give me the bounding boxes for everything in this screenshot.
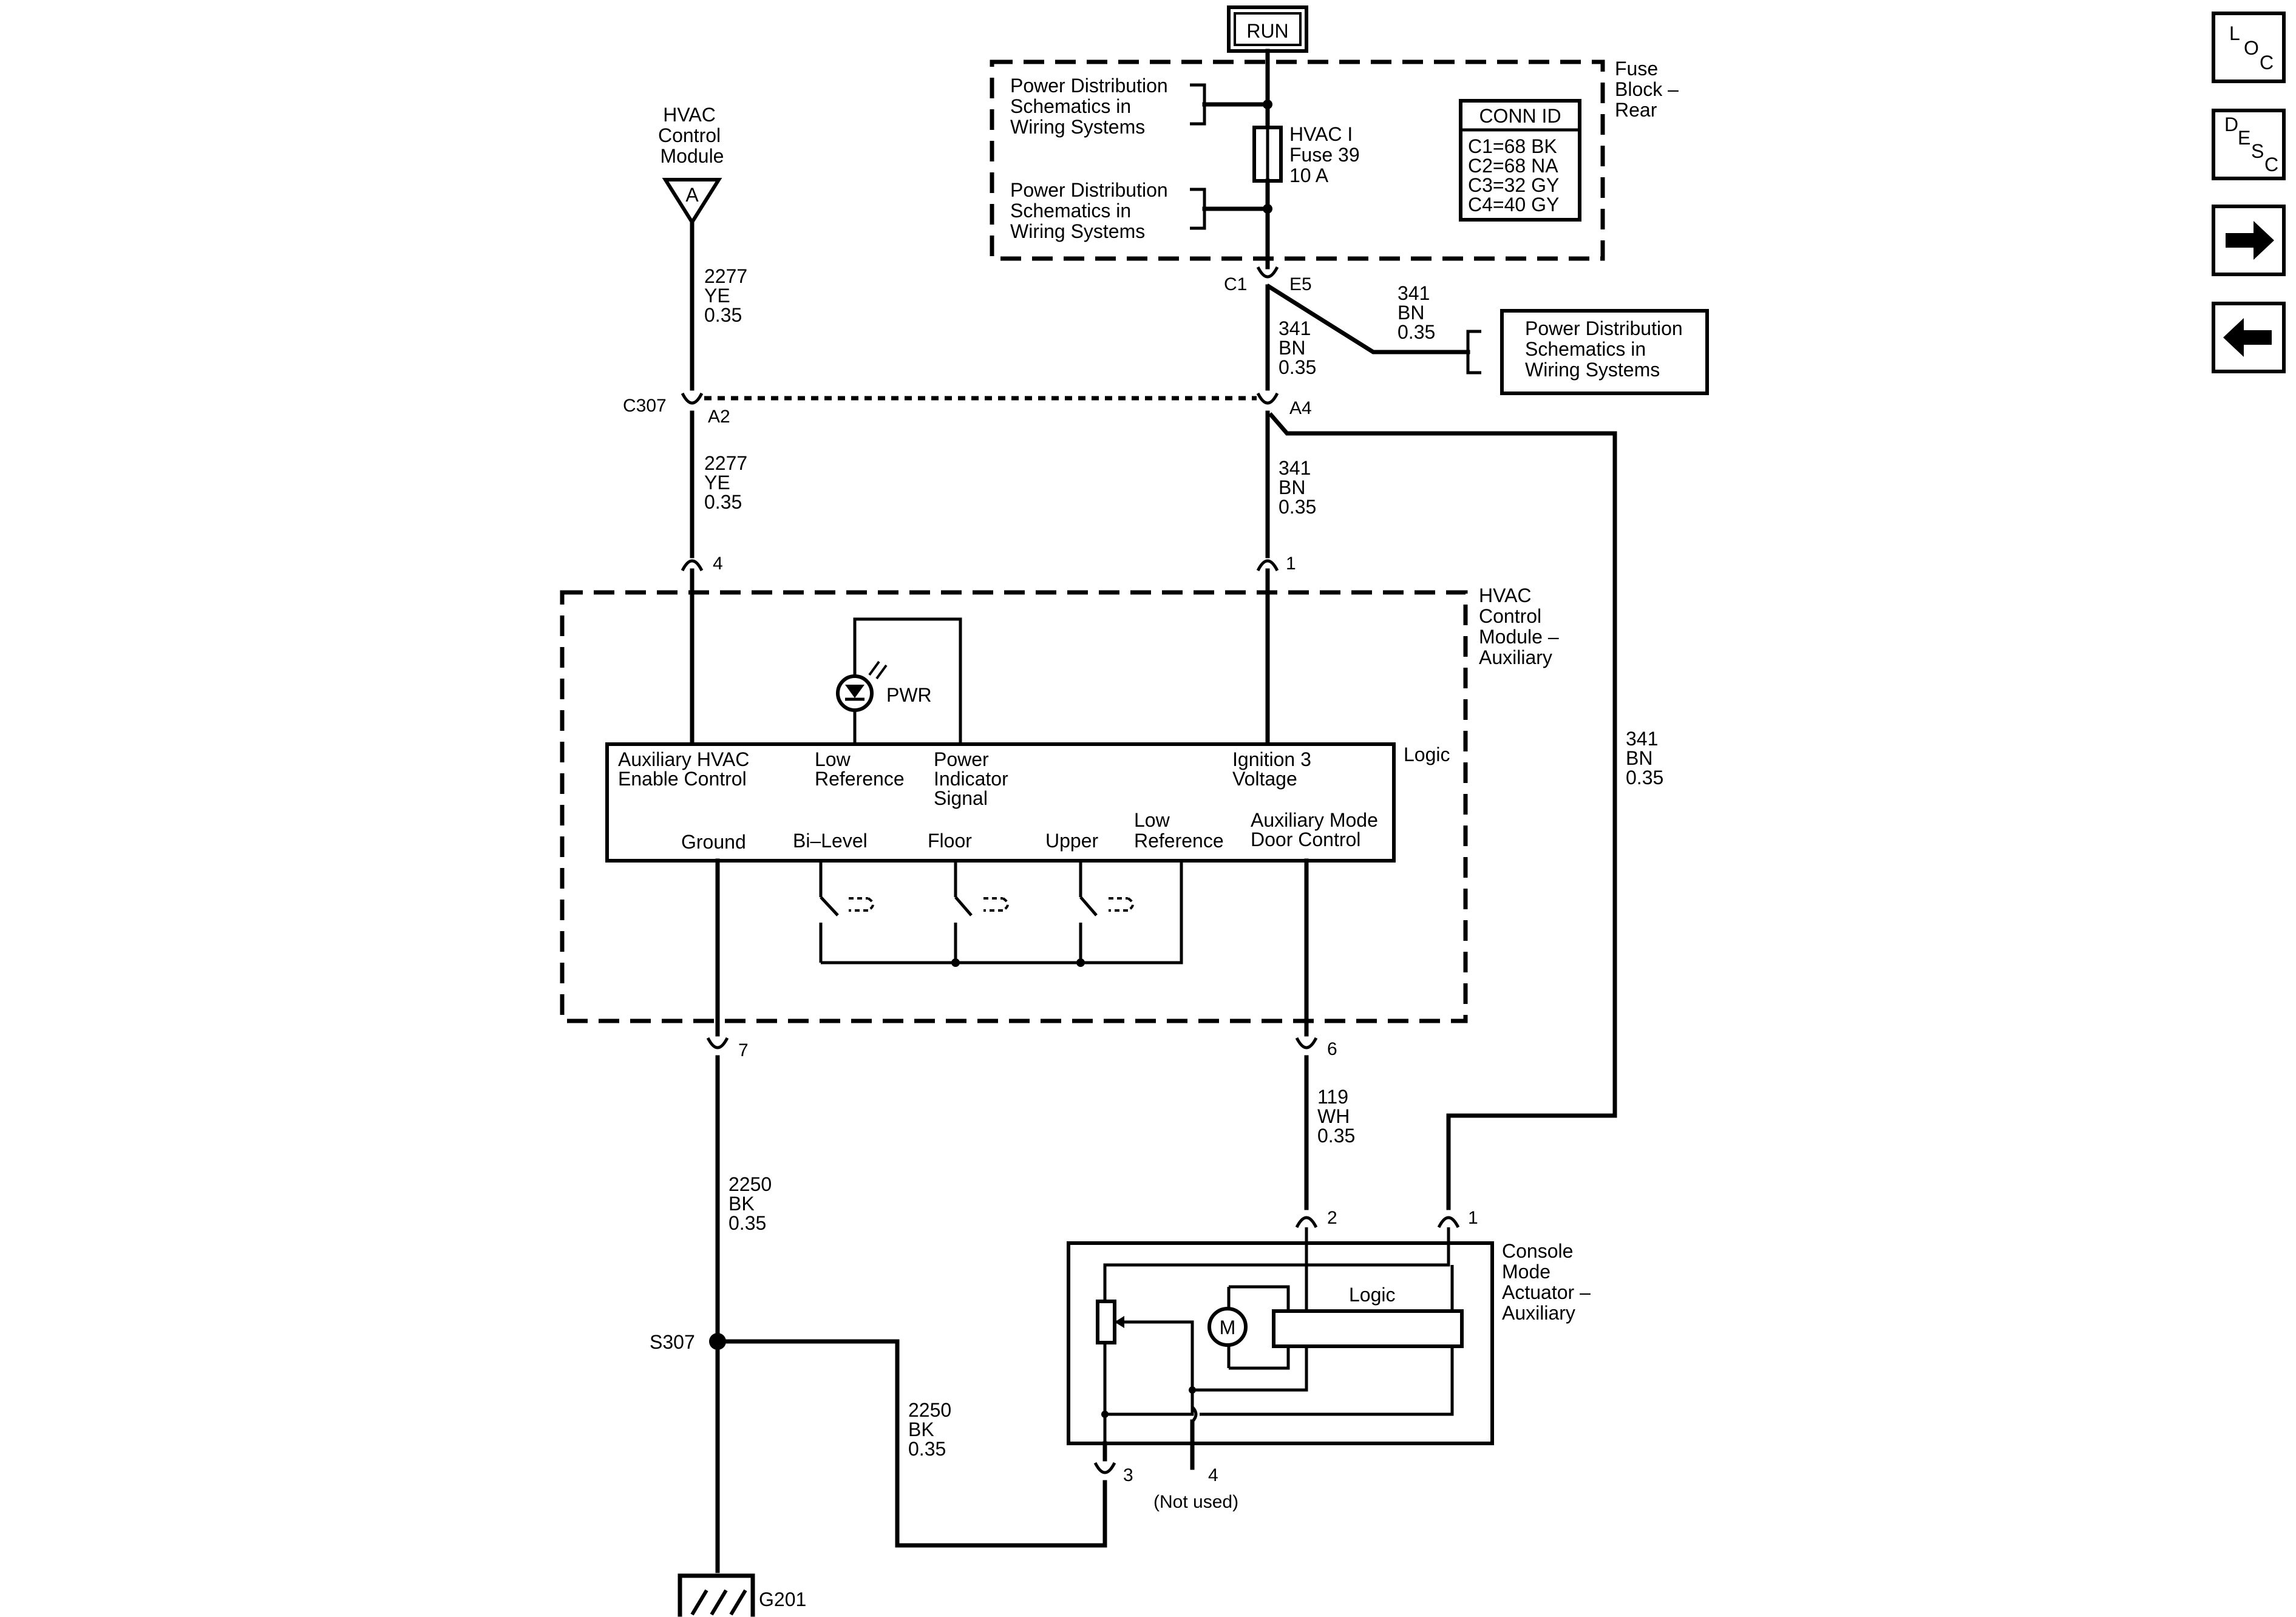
run-label-box: RUN [1227, 5, 1308, 53]
pwr-label: PWR [886, 684, 932, 706]
wire-341-right-label: 341 BN 0.35 [1626, 728, 1663, 788]
wire-341-mid-label: 341 BN 0.35 [1279, 457, 1316, 518]
splice-s307-label: S307 [650, 1331, 695, 1353]
wire-2250-bottom-label: 2250 BK 0.35 [908, 1399, 957, 1460]
aux-module-logic-label: Logic [1404, 744, 1450, 765]
actuator-logic-label: Logic [1349, 1284, 1396, 1306]
wire-2277-mid-label: 2277 YE 0.35 [704, 452, 753, 513]
aux-module-logic-box [605, 742, 1396, 863]
terminal-power-indicator: Power Indicator Signal [934, 748, 1014, 809]
mode-switches [819, 861, 1183, 967]
terminal-bi-level: Bi–Level [793, 830, 868, 852]
forward-button[interactable] [2212, 205, 2286, 276]
back-button[interactable] [2212, 302, 2286, 373]
actuator-motor-icon [1207, 1307, 1248, 1347]
aux-module-outline [560, 590, 1468, 1023]
ground-g201-label: G201 [759, 1588, 806, 1610]
loc-button[interactable]: L O C [2212, 12, 2286, 83]
arrow-right-icon [2226, 221, 2274, 260]
connector-e5-label: E5 [1289, 274, 1312, 294]
module-pin-4 [681, 559, 704, 572]
fuse-block-outline [990, 59, 1605, 261]
terminal-low-reference-bottom: Low Reference [1134, 809, 1224, 852]
terminal-upper: Upper [1045, 830, 1099, 852]
fuse-block-title: Fuse Block – Rear [1615, 58, 1684, 121]
wire-341-c1-label: 341 BN 0.35 [1279, 317, 1316, 378]
connector-c1-label: C1 [1224, 274, 1247, 294]
module-pin-6 [1295, 1037, 1318, 1049]
terminal-low-reference-top: Low Reference [815, 748, 905, 790]
run-label: RUN [1246, 20, 1288, 42]
svg-text:C4=40 GY: C4=40 GY [1468, 194, 1559, 215]
connector-c307-a2 [681, 392, 704, 405]
terminal-mode-door-control: Auxiliary Mode Door Control [1251, 809, 1384, 850]
connector-c307-a4 [1256, 392, 1279, 405]
terminal-enable-control: Auxiliary HVAC Enable Control [618, 748, 755, 790]
terminal-ground: Ground [681, 831, 746, 853]
actuator-pin-3-label: 3 [1123, 1465, 1133, 1485]
pd-ref-right: Power Distribution Schematics in Wiring … [1525, 317, 1688, 381]
hvac-module-ref-triangle [662, 178, 722, 226]
desc-button-letter: C [2264, 154, 2278, 175]
pd-ref-top: Power Distribution Schematics in Wiring … [1010, 75, 1173, 138]
svg-text:C2=68 NA: C2=68 NA [1468, 155, 1558, 177]
module-pin-6-label: 6 [1327, 1039, 1337, 1059]
actuator-title: Console Mode Actuator – Auxiliary [1502, 1240, 1596, 1324]
wire-2250-left-label: 2250 BK 0.35 [729, 1173, 777, 1234]
svg-text:CONN ID: CONN ID [1479, 105, 1561, 127]
loc-button-letter: L [2229, 22, 2240, 44]
actuator-potentiometer [1096, 1300, 1116, 1344]
connector-a2-label: A2 [708, 407, 730, 427]
connector-c1-e5 [1256, 266, 1279, 279]
desc-button-letter: E [2238, 127, 2250, 149]
terminal-ignition-3: Ignition 3 Voltage [1232, 748, 1317, 790]
wire-119-label: 119 WH 0.35 [1317, 1086, 1355, 1147]
svg-text:C3=32 GY: C3=32 GY [1468, 174, 1559, 196]
ground-g201-icon [678, 1573, 755, 1617]
connector-c307-label: C307 [623, 396, 667, 416]
hvac-module-ref-marker: A [685, 184, 699, 206]
actuator-pin-3 [1093, 1462, 1116, 1474]
module-pin-7-label: 7 [738, 1040, 749, 1060]
desc-button-letter: S [2251, 140, 2264, 162]
desc-button-letter: D [2224, 114, 2238, 135]
actuator-pin-1 [1437, 1216, 1460, 1229]
pd-ref-right-box [1500, 309, 1709, 395]
conn-id-table: CONN ID C1=68 BK C2=68 NA C3=32 GY C4=40… [1459, 99, 1581, 222]
module-pin-4-label: 4 [713, 554, 723, 574]
fuse-label: HVAC I Fuse 39 10 A [1289, 123, 1365, 186]
wire-341-branch-label: 341 BN 0.35 [1398, 282, 1435, 343]
desc-button[interactable]: D E S C [2212, 109, 2286, 180]
loc-button-letter: C [2260, 52, 2274, 73]
loc-button-letter: O [2244, 37, 2259, 59]
actuator-pin-2-label: 2 [1327, 1208, 1337, 1228]
actuator-motor-label: M [1220, 1317, 1236, 1338]
actuator-pin-4-label: 4 [1208, 1465, 1218, 1485]
actuator-pin-2 [1295, 1216, 1318, 1229]
arrow-left-icon [2223, 318, 2272, 357]
svg-text:C1=68 BK: C1=68 BK [1468, 135, 1557, 157]
hvac-module-ref-title: HVAC Control Module [658, 104, 726, 167]
module-pin-1-label: 1 [1286, 554, 1296, 574]
actuator-pin-1-label: 1 [1468, 1208, 1478, 1228]
module-pin-1 [1256, 559, 1279, 572]
pd-ref-bottom: Power Distribution Schematics in Wiring … [1010, 179, 1173, 242]
terminal-floor: Floor [928, 830, 972, 852]
module-pin-7 [706, 1037, 729, 1049]
actuator-logic-box [1272, 1309, 1464, 1348]
aux-module-title: HVAC Control Module – Auxiliary [1479, 585, 1564, 668]
wire-341-right [1268, 412, 1617, 1210]
wire-2277-top-label: 2277 YE 0.35 [704, 265, 753, 326]
connector-a4-label: A4 [1289, 398, 1312, 418]
actuator-pin-4-not-used: (Not used) [1153, 1492, 1238, 1512]
